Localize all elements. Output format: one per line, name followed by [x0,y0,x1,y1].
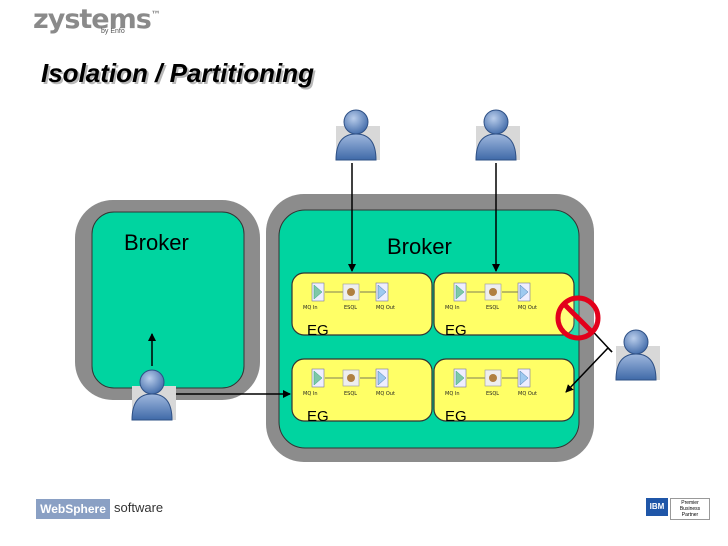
partner-line: Premier [681,500,699,506]
partner-badge: Premier Business Partner [670,498,710,520]
company-logo: zystems™ [33,4,161,35]
user-icon-top-left [335,109,381,161]
partner-line: Partner [681,512,699,518]
logo-text: zystems [33,4,152,35]
node-label: MQ Out [376,391,395,397]
eg-label-top-right: EG [445,322,467,339]
eg-label-top-left: EG [307,322,329,339]
node-label: MQ Out [518,305,537,311]
user-icon-top-right [475,109,521,161]
websphere-logo: WebSphere [36,499,110,519]
eg-label-bottom-right: EG [445,408,467,425]
slide-title: Isolation / Partitioning [41,58,314,88]
logo-tm: ™ [150,10,161,21]
software-label: software [114,500,164,515]
eg-label-bottom-left: EG [307,408,329,425]
ibm-logo: IBM [646,498,668,516]
node-label: MQ In [303,391,318,397]
right-broker-label: Broker [387,234,452,259]
left-broker-label: Broker [124,230,189,255]
node-label: ESQL [344,305,358,311]
node-label: MQ In [303,305,318,311]
node-label: MQ In [445,391,460,397]
node-label: ESQL [344,391,358,397]
partner-line: Business [679,506,701,512]
user-icon-right [615,329,661,381]
node-label: MQ In [445,305,460,311]
node-label: MQ Out [518,391,537,397]
prohibited-icon [555,295,601,341]
node-label: ESQL [486,391,500,397]
logo-subtext: by Enfo [101,28,125,35]
node-label: MQ Out [376,305,395,311]
node-label: ESQL [486,305,500,311]
